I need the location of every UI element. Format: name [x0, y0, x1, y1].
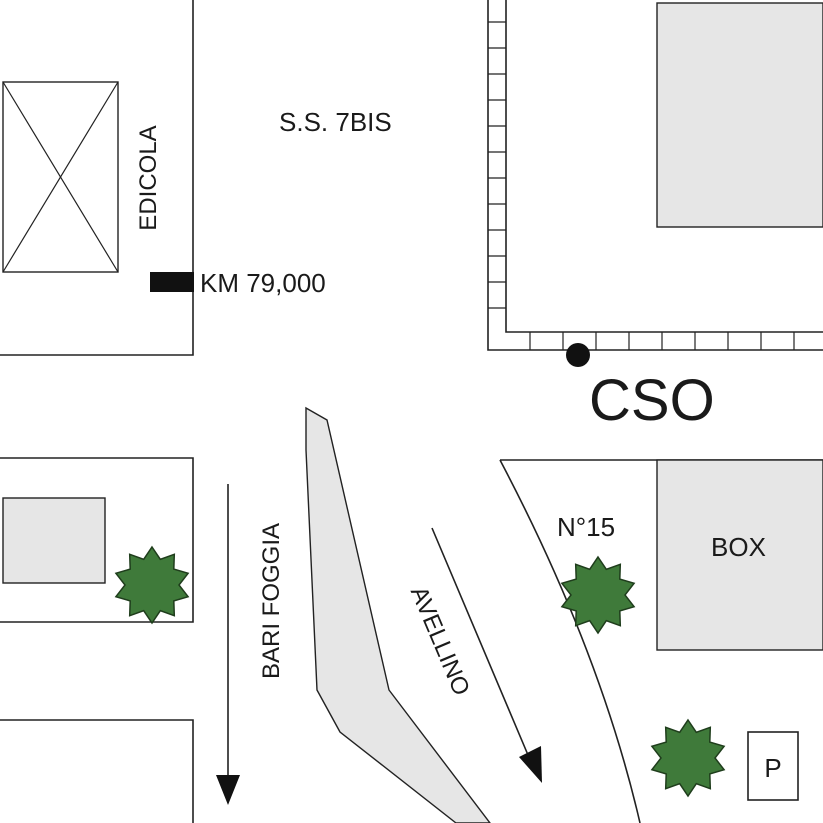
tree-icon: [650, 718, 726, 798]
building-top-right: [656, 2, 823, 228]
road-main-label: S.S. 7BIS: [279, 107, 392, 137]
traffic-island: [305, 406, 491, 823]
kiosk-label: EDICOLA: [135, 125, 162, 230]
block-top-right: [487, 0, 823, 351]
parking-sign-icon: P: [747, 731, 799, 801]
block-top-left: EDICOLA KM 79,000: [0, 0, 326, 356]
tree-icon: [114, 545, 190, 625]
parking-label: P: [764, 753, 781, 783]
direction-avellino-label: AVELLINO: [405, 583, 475, 700]
footpath-hatch-horizontal: [529, 332, 795, 350]
milestone-icon: [150, 272, 194, 292]
building-middle-left: [2, 497, 106, 584]
location-dot-icon: [566, 343, 590, 367]
house-number-label: N°15: [557, 512, 615, 542]
block-bottom-right: BOX N°15 P: [499, 459, 823, 823]
trees: [114, 545, 726, 798]
block-top-left-outline: [0, 0, 194, 356]
block-top-right-inner-edge: [505, 0, 823, 333]
tree-icon: [560, 555, 636, 635]
direction-arrow-icon: [216, 484, 240, 805]
direction-arrow-icon: [431, 527, 542, 783]
block-middle-left-outline: [0, 457, 194, 623]
footpath-hatch-vertical: [488, 21, 506, 309]
km-marker-label: KM 79,000: [200, 268, 326, 298]
direction-bari-foggia-label: BARI FOGGIA: [258, 523, 285, 679]
block-top-right-outer-edge: [487, 0, 823, 351]
block-bottom-left-outline: [0, 719, 194, 823]
kiosk-building: [2, 81, 119, 273]
garage-label: BOX: [711, 532, 766, 562]
garage-building: [656, 459, 823, 651]
destination-label: CSO: [589, 368, 715, 433]
block-middle-left: [0, 457, 194, 623]
